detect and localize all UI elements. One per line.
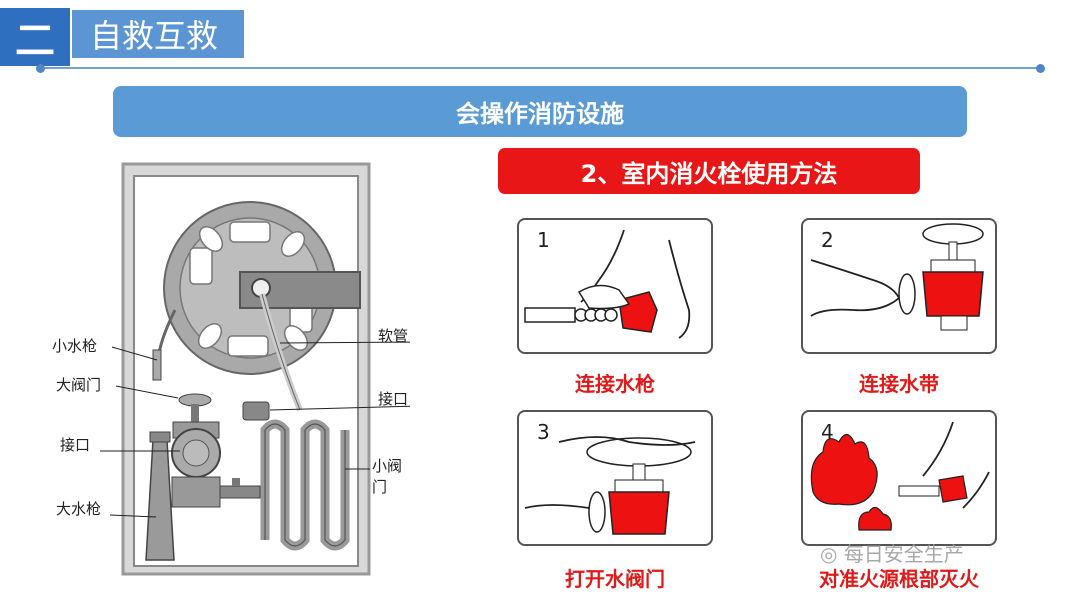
step-4-number: 4 (821, 420, 834, 444)
divider-dot-right (1036, 64, 1045, 73)
step-3-panel: 3 (517, 410, 713, 546)
section-title: 自救互救 (72, 10, 244, 58)
subheading-banner: 2、室内消火栓使用方法 (498, 148, 920, 194)
label-large-valve: 大阀门 (56, 376, 102, 394)
section-number: 二 (0, 8, 70, 66)
step-1-illustration (524, 229, 691, 339)
step-4-illustration (810, 421, 990, 531)
step-1-number: 1 (537, 228, 550, 252)
label-interface-left: 接口 (60, 436, 91, 454)
step-2-number: 2 (821, 228, 834, 252)
step-2-panel: 2 (801, 218, 997, 354)
watermark-text: 每日安全生产 (843, 542, 964, 566)
wechat-icon: ◎ (820, 542, 838, 566)
step-3-illustration (524, 436, 696, 535)
label-small-valve: 小阀门 (372, 457, 403, 496)
step-4-panel: 4 (801, 410, 997, 546)
hydrant-cabinet-illustration (100, 162, 421, 576)
step-2-illustration (810, 223, 984, 331)
step-4-caption: 对准火源根部灭火 (819, 567, 979, 591)
label-small-nozzle: 小水枪 (52, 337, 98, 355)
step-3-caption: 打开水阀门 (565, 567, 665, 591)
hydrant-cabinet-diagram: 小水枪 大阀门 接口 大水枪 软管 接口 小阀门 (50, 160, 421, 580)
step-1-panel: 1 (517, 218, 713, 354)
divider-dot-left (36, 64, 45, 73)
label-large-nozzle: 大水枪 (56, 500, 102, 518)
watermark: ◎ 每日安全生产 (820, 538, 964, 567)
step-2-caption: 连接水带 (859, 372, 939, 396)
step-1-caption: 连接水枪 (575, 372, 655, 396)
label-hose: 软管 (378, 327, 409, 345)
header-divider (38, 67, 1042, 69)
step-3-number: 3 (537, 420, 550, 444)
label-interface-right: 接口 (378, 390, 409, 408)
main-banner: 会操作消防设施 (113, 86, 967, 137)
